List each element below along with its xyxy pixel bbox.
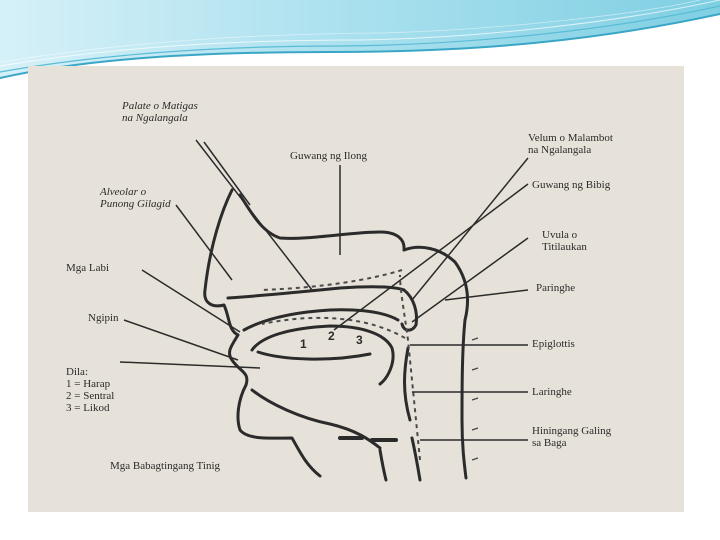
- label-teeth: Ngipin: [88, 312, 119, 324]
- leader-palate-2: [204, 142, 250, 205]
- leader-uvula: [412, 238, 528, 322]
- face-profile: [205, 190, 320, 476]
- label-oral-cavity: Guwang ng Bibig: [532, 179, 610, 191]
- label-larynx: Laringhe: [532, 386, 572, 398]
- leader-tongue: [120, 362, 260, 368]
- label-tongue: Dila: 1 = Harap 2 = Sentral 3 = Likod: [66, 366, 114, 414]
- leader-palate: [196, 140, 312, 290]
- nasal-cavity-roof: [240, 195, 404, 250]
- label-vocal-cords: Mga Babagtingang Tinig: [110, 460, 220, 472]
- leader-velum: [412, 158, 528, 300]
- spine-marks: [472, 338, 478, 460]
- airflow-throat: [400, 275, 420, 460]
- label-nasal-cavity: Guwang ng Ilong: [290, 150, 367, 162]
- leader-lips: [142, 270, 240, 332]
- tongue-number-2: 2: [328, 329, 335, 343]
- label-air-from-lungs: Hiningang Galing sa Baga: [532, 425, 611, 449]
- tongue-number-3: 3: [356, 333, 363, 347]
- leader-teeth: [124, 320, 238, 360]
- label-velum: Velum o Malambot na Ngalangala: [528, 132, 613, 156]
- label-pharynx: Paringhe: [536, 282, 575, 294]
- label-lips: Mga Labi: [66, 262, 109, 274]
- larynx-back: [412, 438, 420, 480]
- tongue-lower: [258, 352, 370, 359]
- label-uvula: Uvula o Titilaukan: [542, 229, 587, 253]
- epiglottis-shape: [405, 348, 411, 420]
- tongue-number-1: 1: [300, 337, 307, 351]
- leader-pharynx: [445, 290, 528, 300]
- label-palate: Palate o Matigas na Ngalangala: [122, 100, 198, 124]
- leader-alveolar: [176, 205, 232, 280]
- label-alveolar: Alveolar o Punong Gilagid: [100, 186, 171, 210]
- larynx-front: [380, 450, 386, 480]
- label-epiglottis: Epiglottis: [532, 338, 575, 350]
